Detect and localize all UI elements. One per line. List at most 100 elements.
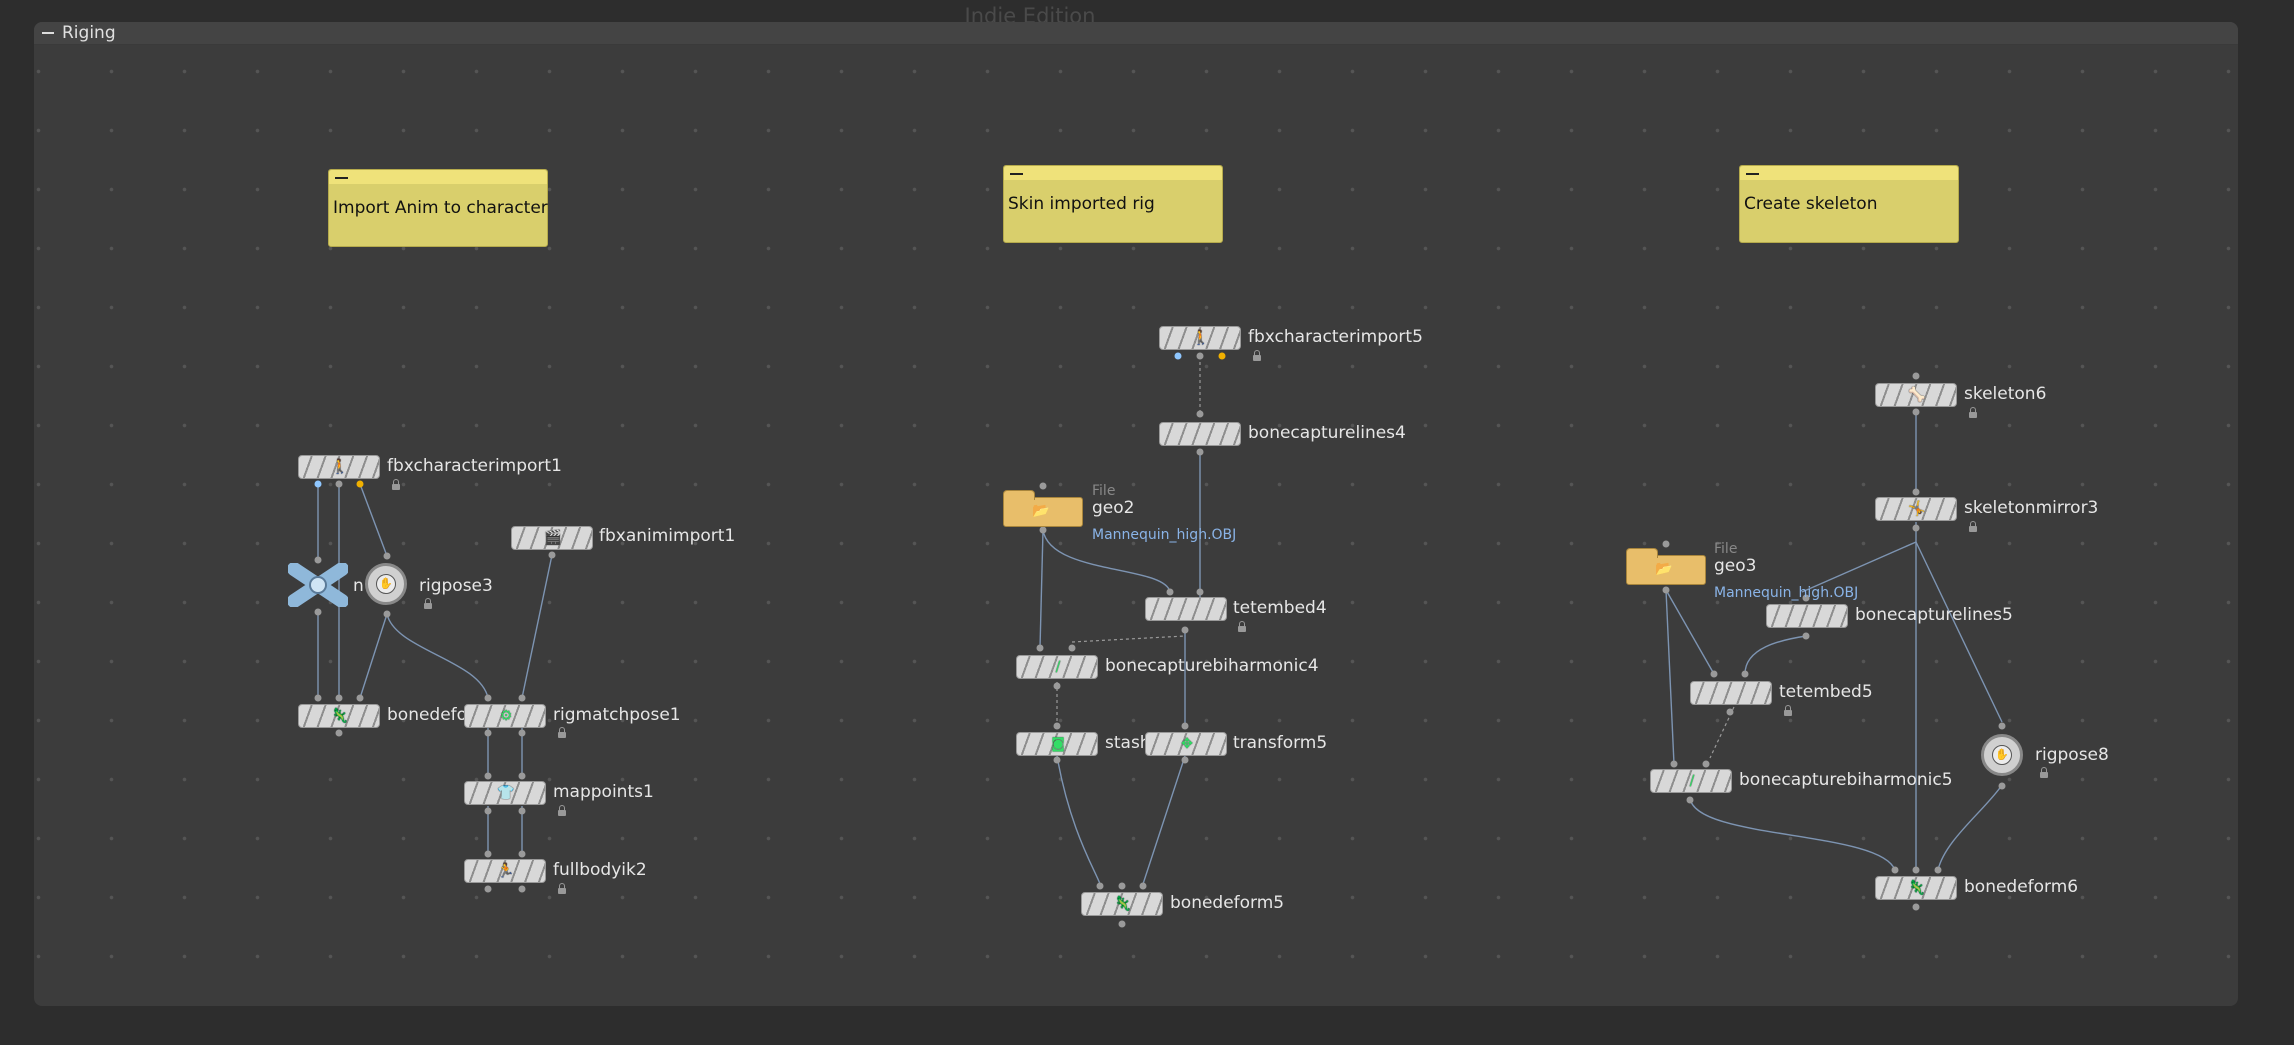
wire <box>1689 797 1896 871</box>
node-label: rigmatchpose1 <box>553 705 681 725</box>
bonedeform-icon: 🦎 <box>1908 880 1926 896</box>
wire <box>386 613 489 699</box>
node-type-label: File <box>1092 483 1116 499</box>
lock-icon[interactable] <box>392 479 400 490</box>
node-mappoints1[interactable]: 👕 <box>464 781 546 805</box>
file-geo-icon: 📂 <box>1655 561 1673 577</box>
node-rigpose3[interactable]: ✋ <box>365 563 407 605</box>
collapse-icon[interactable] <box>42 32 54 34</box>
network-box-header[interactable]: Riging <box>34 22 2238 45</box>
transform-icon: ✥ <box>1181 736 1193 752</box>
network-box-title: Riging <box>62 23 116 43</box>
node-tetembed5[interactable] <box>1690 681 1772 705</box>
node-geo3[interactable]: 📂 <box>1626 548 1706 585</box>
node-bonecapturebiharmonic5[interactable]: ∕ <box>1650 769 1732 793</box>
minimize-icon[interactable] <box>1010 173 1023 175</box>
node-stash[interactable]: ◙ <box>1016 732 1098 756</box>
lock-icon[interactable] <box>2040 767 2048 778</box>
node-skeletonmirror3[interactable]: 🤸 <box>1875 497 1957 521</box>
lock-icon[interactable] <box>1969 521 1977 532</box>
sticky-note-import-anim[interactable]: Import Anim to character <box>328 169 548 247</box>
node-tetembed4[interactable] <box>1145 597 1227 621</box>
node-label: skeletonmirror3 <box>1964 498 2099 518</box>
wire <box>1744 635 1807 675</box>
wire <box>1142 755 1186 885</box>
node-transform5[interactable]: ✥ <box>1145 732 1227 756</box>
node-bonecapturebiharmonic4[interactable]: ∕ <box>1016 655 1098 679</box>
skeleton-icon: 🦴 <box>1908 387 1926 403</box>
node-param: Mannequin_high.OBJ <box>1714 585 1859 601</box>
node-rigmatchpose1[interactable]: ⚙ <box>464 704 546 728</box>
node-type-label: File <box>1714 541 1738 557</box>
wire <box>521 554 553 699</box>
sticky-text: Create skeleton <box>1744 194 1878 214</box>
lock-icon[interactable] <box>1238 621 1246 632</box>
wire <box>1801 541 1917 593</box>
wire-dotted <box>1071 635 1186 643</box>
file-geo-icon: 📂 <box>1032 503 1050 519</box>
biharmonic-icon: ∕ <box>1055 659 1061 675</box>
lock-icon[interactable] <box>558 727 566 738</box>
lock-icon[interactable] <box>1969 407 1977 418</box>
rigmatchpose-icon: ⚙ <box>499 708 513 724</box>
node-label: fullbodyik2 <box>553 860 647 880</box>
wire <box>359 613 388 699</box>
node-skeleton6[interactable]: 🦴 <box>1875 383 1957 407</box>
node-rigpose8[interactable]: ✋ <box>1981 734 2023 776</box>
wire <box>1665 589 1675 765</box>
node-label: skeleton6 <box>1964 384 2047 404</box>
node-label: fbxcharacterimport1 <box>387 456 562 476</box>
mappoints-icon: 👕 <box>497 785 515 801</box>
lock-icon[interactable] <box>558 805 566 816</box>
sticky-note-create-skeleton[interactable]: Create skeleton <box>1739 165 1959 243</box>
node-label: geo3 <box>1714 556 1757 576</box>
node-label: bonedeform6 <box>1964 877 2079 897</box>
sticky-note-skin-rig[interactable]: Skin imported rig <box>1003 165 1223 243</box>
fullbodyik-icon: 🏃 <box>497 863 515 879</box>
node-label: stash <box>1105 733 1151 753</box>
lock-icon[interactable] <box>1253 350 1261 361</box>
node-label: bonedefor <box>387 705 475 725</box>
wire <box>1915 541 2003 723</box>
rigpose-icon: ✋ <box>376 574 396 594</box>
sticky-text: Skin imported rig <box>1008 194 1155 214</box>
node-label: bonecapturelines4 <box>1248 423 1406 443</box>
minimize-icon[interactable] <box>335 177 348 179</box>
minimize-icon[interactable] <box>1746 173 1759 175</box>
rigpose-icon: ✋ <box>1992 745 2012 765</box>
node-label: fbxcharacterimport5 <box>1248 327 1423 347</box>
skeletonmirror-icon: 🤸 <box>1908 501 1926 517</box>
node-label: transform5 <box>1233 733 1328 753</box>
node-label: geo2 <box>1092 498 1135 518</box>
node-label: rigpose3 <box>419 576 493 596</box>
bonedeform-icon: 🦎 <box>1114 896 1132 912</box>
node-param: Mannequin_high.OBJ <box>1092 527 1237 543</box>
node-label: rigpose8 <box>2035 745 2109 765</box>
node-label: mappoints1 <box>553 782 654 802</box>
node-label: fbxanimimport1 <box>599 526 736 546</box>
node-bonecapturelines5[interactable] <box>1766 604 1848 628</box>
node-label: bonecapturebiharmonic5 <box>1739 770 1953 790</box>
lock-icon[interactable] <box>424 598 432 609</box>
node-label: bonecapturebiharmonic4 <box>1105 656 1319 676</box>
node-label: bonedeform5 <box>1170 893 1285 913</box>
bonedeform-icon: 🦎 <box>331 708 349 724</box>
node-bonedeform6[interactable]: 🦎 <box>1875 876 1957 900</box>
node-bonedeform5[interactable]: 🦎 <box>1081 892 1163 916</box>
node-fbxcharacterimport1[interactable]: 🚶 <box>298 455 380 479</box>
lock-icon[interactable] <box>1784 705 1792 716</box>
lock-icon[interactable] <box>558 883 566 894</box>
node-x-partial[interactable] <box>288 563 348 607</box>
node-fbxanimimport1[interactable]: 🎬 <box>511 526 593 550</box>
biharmonic-icon: ∕ <box>1689 773 1695 789</box>
node-fbxcharacterimport5[interactable]: 🚶 <box>1159 326 1241 350</box>
fbx-character-icon: 🚶 <box>331 459 349 475</box>
node-bonedeform[interactable]: 🦎 <box>298 704 380 728</box>
node-geo2[interactable]: 📂 <box>1003 490 1083 527</box>
wire <box>1937 784 2003 871</box>
node-fullbodyik2[interactable]: 🏃 <box>464 859 546 883</box>
fbx-character-icon: 🚶 <box>1192 330 1210 346</box>
node-bonecapturelines4[interactable] <box>1159 422 1241 446</box>
node-label: n <box>353 576 364 596</box>
